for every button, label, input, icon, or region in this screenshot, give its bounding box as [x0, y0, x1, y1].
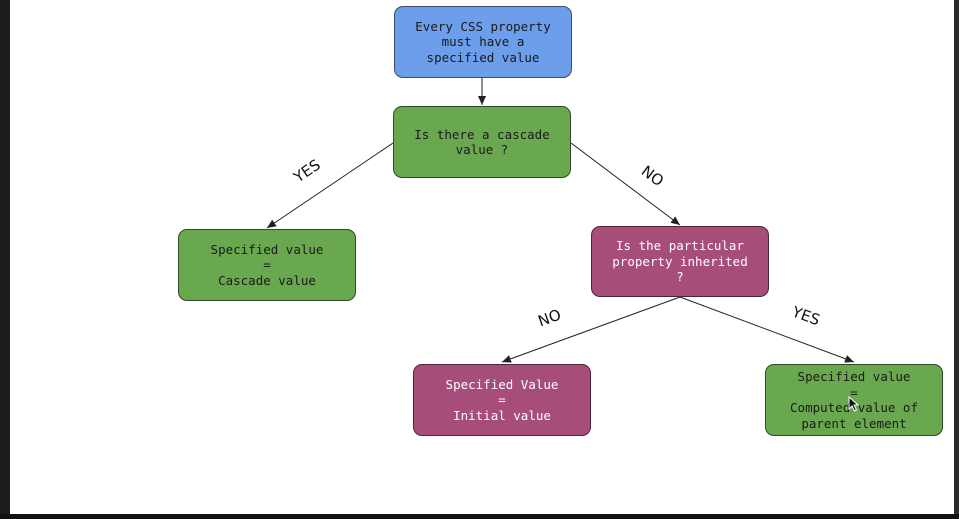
window-frame-right: [954, 0, 959, 519]
inherited-question-node: Is the particular property inherited ?: [591, 226, 769, 297]
cascade-question-node: Is there a cascade value ?: [393, 106, 571, 178]
cascade-result-line-3: Cascade value: [218, 272, 316, 288]
computed-result-line-1: Specified value: [797, 369, 911, 384]
root-line-1: Every CSS property: [415, 18, 551, 34]
cascade-result-node: Specified value = Cascade value: [178, 229, 356, 301]
root-line-2: must have a: [441, 34, 525, 50]
root-node: Every CSS property must have a specified…: [394, 6, 572, 78]
root-line-3: specified value: [426, 49, 540, 65]
computed-result-line-2: =: [850, 384, 858, 400]
diagram-edges: [266, 78, 855, 363]
diagram-canvas: Every CSS property must have a specified…: [10, 0, 954, 514]
cascade-result-line-2: =: [263, 257, 271, 273]
inherited-question-line-3: ?: [676, 269, 684, 285]
initial-result-node: Specified Value = Initial value: [413, 364, 591, 436]
computed-result-line-4: parent element: [801, 415, 907, 431]
edge-inherited-no: [501, 296, 681, 363]
inherited-question-line-2: property inherited: [612, 253, 748, 269]
initial-result-line-3: Initial value: [453, 407, 551, 423]
initial-result-line-1: Specified Value: [445, 376, 559, 392]
cascade-question-line-2: value ?: [455, 142, 509, 157]
mouse-pointer-icon: [848, 396, 860, 412]
computed-result-node: Specified value = Computed value of pare…: [765, 364, 943, 436]
edge-cascade-no: [570, 142, 681, 226]
edge-inherited-yes: [679, 296, 855, 363]
cascade-question-line-1: Is there a cascade: [414, 126, 550, 142]
initial-result-line-2: =: [498, 392, 506, 408]
cascade-result-line-1: Specified value: [210, 241, 324, 257]
edge-cascade-yes: [266, 142, 394, 229]
inherited-question-line-1: Is the particular: [616, 238, 744, 254]
window-frame-bottom: [0, 514, 959, 519]
